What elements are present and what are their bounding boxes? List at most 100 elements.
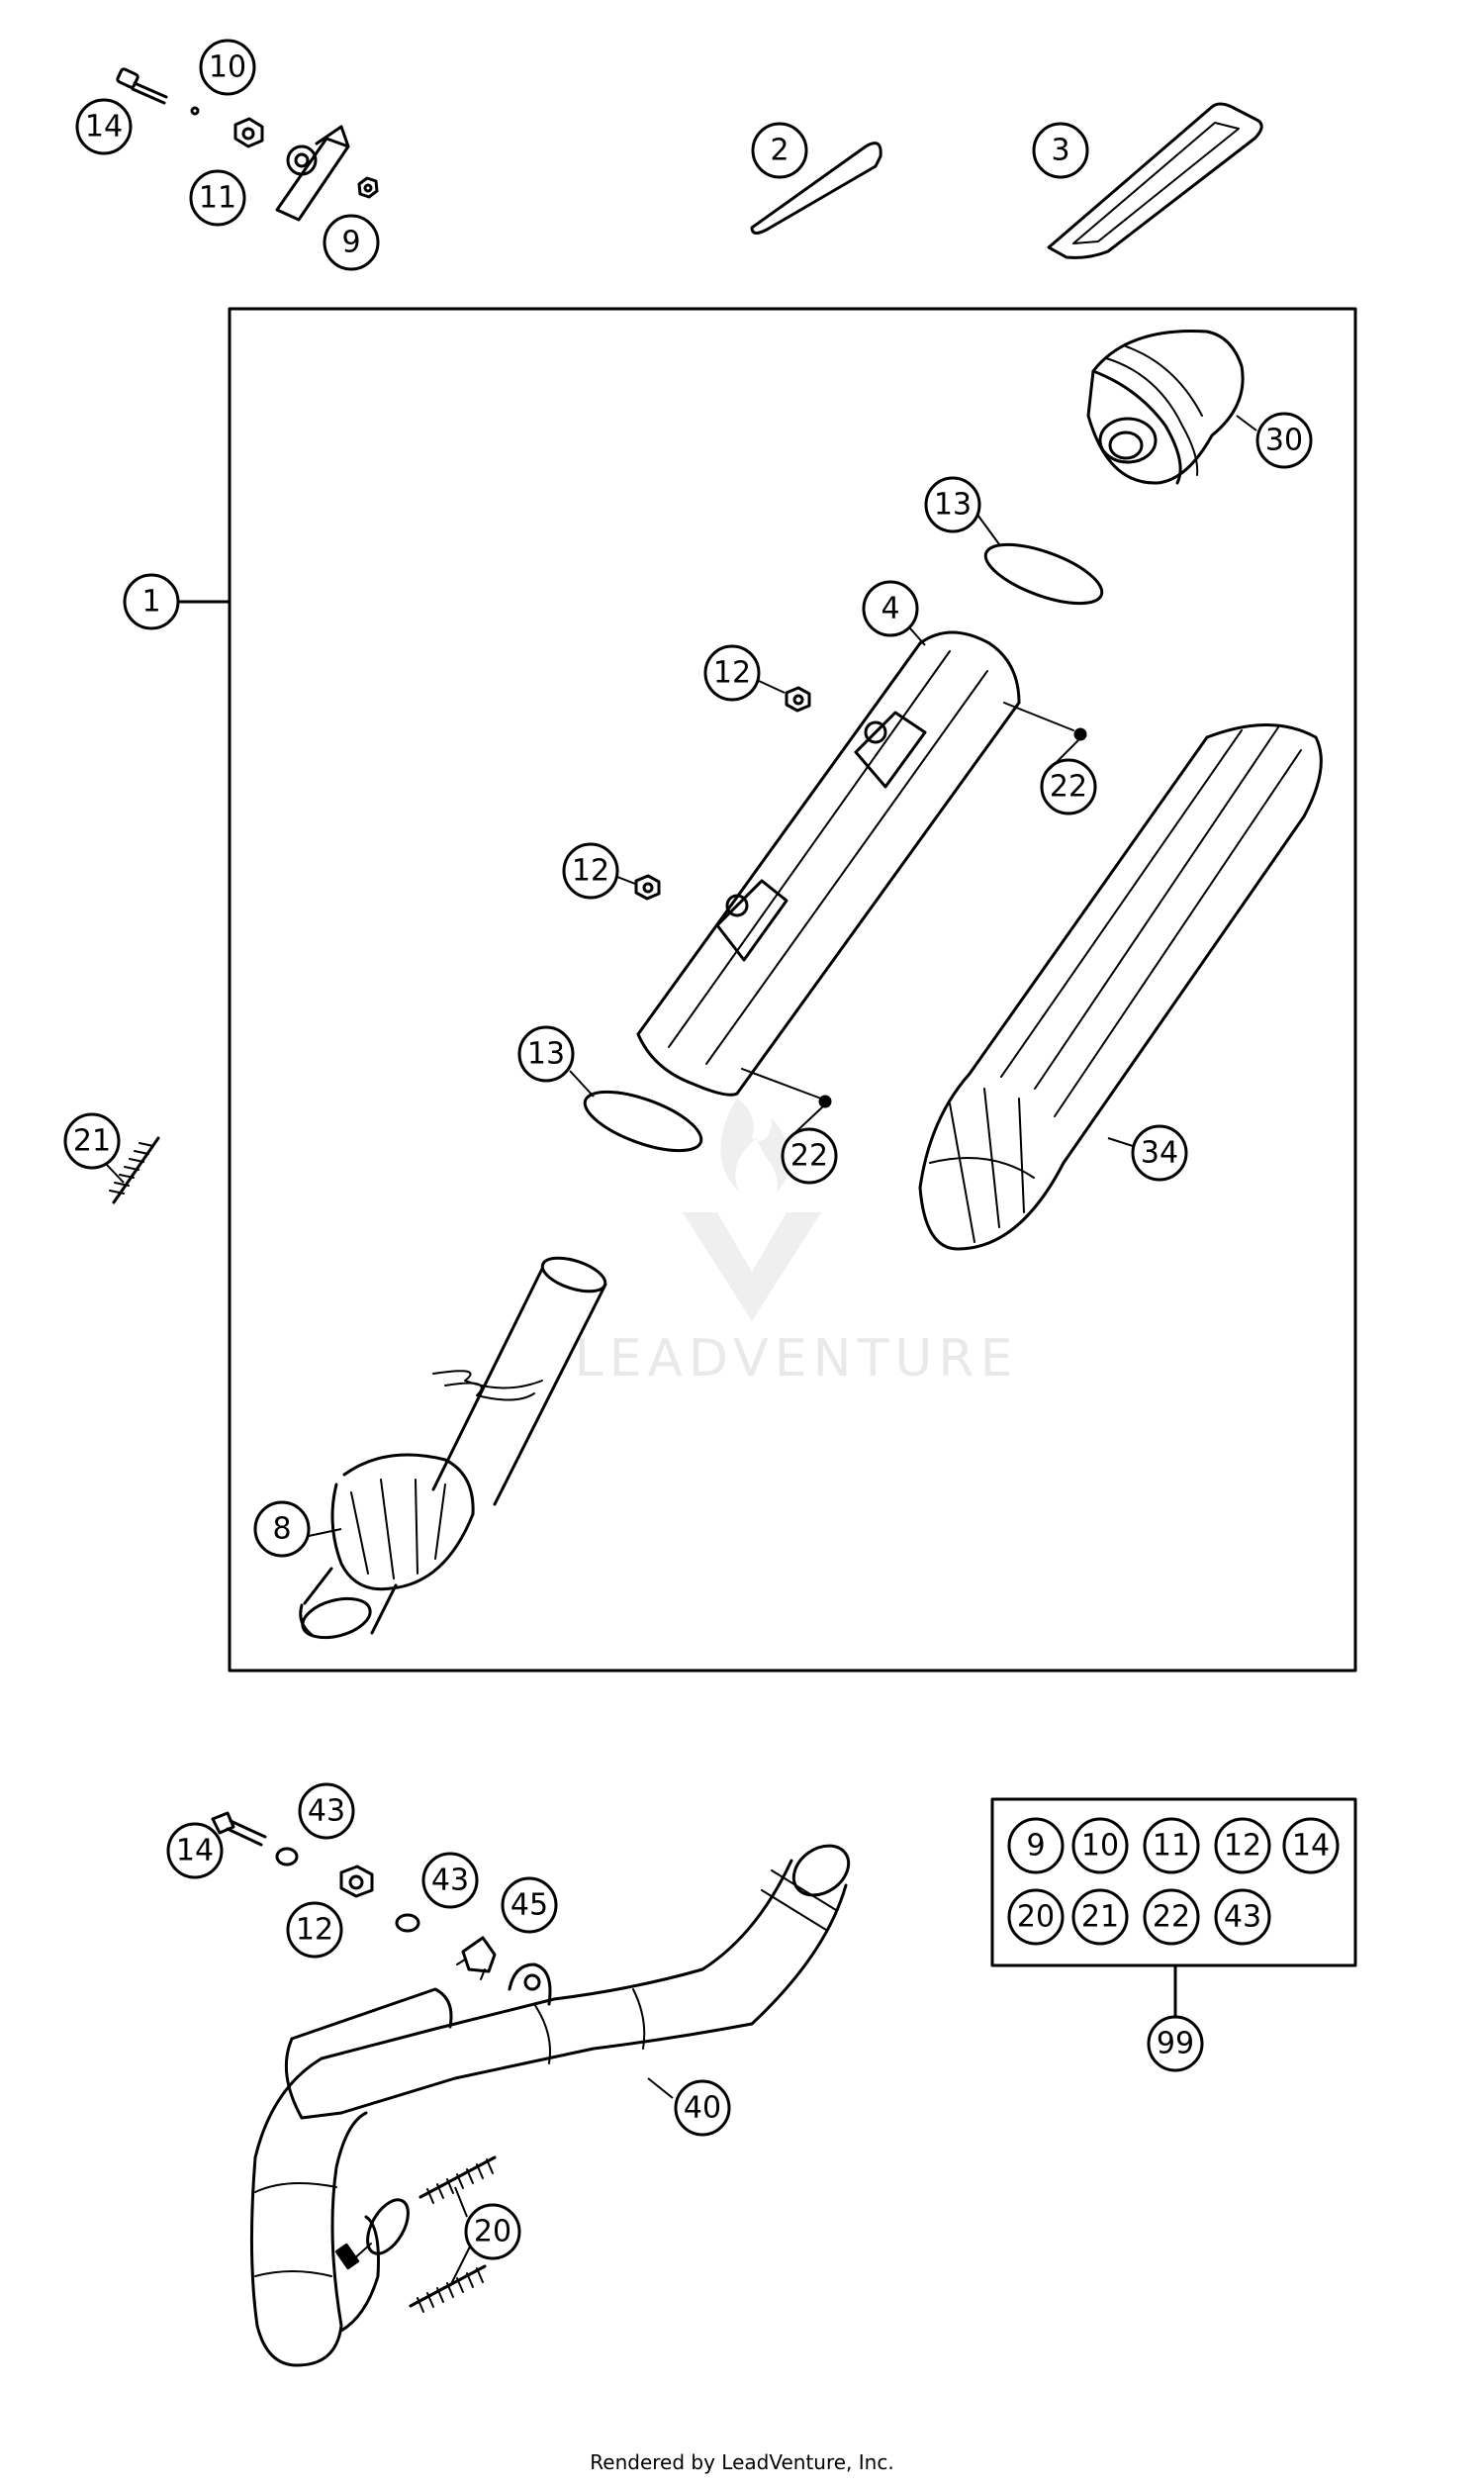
part-nut-11 bbox=[233, 117, 264, 148]
svg-text:12: 12 bbox=[296, 1913, 333, 1948]
svg-text:22: 22 bbox=[790, 1139, 828, 1174]
callout-40: 40 bbox=[674, 2079, 731, 2137]
callout-21: 21 bbox=[63, 1112, 121, 1170]
part-screw-14-top bbox=[116, 67, 168, 105]
watermark-text: LEADVENTURE bbox=[575, 1329, 1019, 1388]
callout-30: 30 bbox=[1255, 412, 1313, 469]
part-outer-silencer-34 bbox=[918, 723, 1323, 1251]
part-spring-20-upper bbox=[418, 2155, 497, 2204]
callout-4: 4 bbox=[862, 580, 919, 637]
part-spring-21 bbox=[109, 1136, 160, 1204]
svg-text:11: 11 bbox=[199, 181, 236, 216]
svg-text:11: 11 bbox=[1153, 1829, 1190, 1864]
callout-14-bottom: 14 bbox=[166, 1822, 224, 1879]
svg-text:9: 9 bbox=[1026, 1829, 1045, 1864]
watermark: LEADVENTURE bbox=[575, 1099, 1019, 1388]
kit-callout-43: 43 bbox=[1214, 1888, 1271, 1946]
callout-22-bottom: 22 bbox=[781, 1127, 838, 1185]
svg-text:21: 21 bbox=[1081, 1900, 1119, 1935]
callout-1: 1 bbox=[123, 573, 180, 630]
callout-12-middle: 12 bbox=[562, 842, 619, 900]
svg-text:3: 3 bbox=[1051, 134, 1069, 168]
svg-text:8: 8 bbox=[272, 1512, 291, 1547]
callout-45: 45 bbox=[501, 1876, 558, 1934]
part-header-pipe-40 bbox=[249, 1844, 851, 2367]
callout-13-bottom: 13 bbox=[517, 1025, 575, 1083]
callout-14-top: 14 bbox=[75, 98, 133, 155]
part-screw-14-bottom bbox=[211, 1811, 267, 1847]
part-washer-43-top bbox=[275, 1847, 299, 1866]
svg-text:9: 9 bbox=[341, 226, 360, 260]
svg-text:20: 20 bbox=[474, 2215, 511, 2249]
svg-text:40: 40 bbox=[684, 2091, 721, 2126]
part-pipe-connector-8 bbox=[299, 1256, 607, 1640]
part-inner-tube-4 bbox=[636, 630, 1074, 1100]
callout-9: 9 bbox=[323, 214, 380, 271]
callout-12-top: 12 bbox=[703, 644, 761, 702]
svg-text:13: 13 bbox=[934, 488, 972, 523]
kit-callout-11: 11 bbox=[1143, 1817, 1200, 1874]
svg-text:45: 45 bbox=[510, 1888, 548, 1923]
part-heat-shield-3 bbox=[1047, 102, 1263, 259]
svg-text:2: 2 bbox=[770, 134, 788, 168]
leader-lines bbox=[106, 415, 1257, 2287]
callout-43-top: 43 bbox=[298, 1782, 355, 1840]
watermark-flame-icon bbox=[720, 1099, 789, 1193]
svg-text:13: 13 bbox=[527, 1037, 565, 1072]
part-washer-43-bottom bbox=[395, 1913, 420, 1933]
callout-10: 10 bbox=[199, 39, 256, 96]
kit-callout-22: 22 bbox=[1143, 1888, 1200, 1946]
part-end-cap-30 bbox=[1086, 330, 1245, 485]
svg-text:12: 12 bbox=[713, 656, 751, 691]
part-nut-12-bottom bbox=[339, 1865, 374, 1898]
part-screw-22-bottom bbox=[818, 1095, 832, 1108]
part-nut-12-middle bbox=[634, 874, 661, 901]
svg-text:12: 12 bbox=[572, 854, 609, 889]
callout-3: 3 bbox=[1032, 122, 1089, 179]
footer-credit: Rendered by LeadVenture, Inc. bbox=[590, 2450, 893, 2474]
svg-text:14: 14 bbox=[176, 1834, 214, 1868]
part-gasket-13-top bbox=[983, 542, 1104, 606]
part-spring-20-lower bbox=[409, 2264, 487, 2313]
silencer-assembly-frame bbox=[228, 307, 1357, 1673]
callout-2: 2 bbox=[751, 122, 808, 179]
svg-text:21: 21 bbox=[73, 1124, 111, 1159]
kit-callout-9: 9 bbox=[1007, 1817, 1065, 1874]
callout-20: 20 bbox=[464, 2203, 521, 2260]
svg-text:43: 43 bbox=[1224, 1900, 1261, 1935]
kit-callout-10: 10 bbox=[1071, 1817, 1129, 1874]
part-gasket-13-bottom bbox=[583, 1090, 703, 1153]
svg-text:12: 12 bbox=[1224, 1829, 1261, 1864]
svg-text:14: 14 bbox=[85, 110, 123, 144]
part-heat-shield-3-inner bbox=[1072, 122, 1240, 244]
kit-callout-21: 21 bbox=[1071, 1888, 1129, 1946]
part-washer-10 bbox=[190, 106, 200, 116]
callout-99: 99 bbox=[1147, 2015, 1204, 2072]
part-screw-22-top bbox=[1073, 727, 1087, 741]
svg-text:10: 10 bbox=[209, 50, 246, 85]
part-nut-12-top bbox=[785, 686, 811, 713]
part-clip-45 bbox=[456, 1936, 497, 1980]
callout-34: 34 bbox=[1131, 1124, 1188, 1182]
svg-text:20: 20 bbox=[1017, 1900, 1055, 1935]
callout-13-top: 13 bbox=[924, 476, 981, 533]
svg-text:43: 43 bbox=[431, 1864, 469, 1898]
svg-text:99: 99 bbox=[1157, 2027, 1194, 2061]
callout-8: 8 bbox=[253, 1500, 311, 1558]
svg-text:22: 22 bbox=[1153, 1900, 1190, 1935]
callout-22-top: 22 bbox=[1040, 758, 1097, 815]
svg-text:43: 43 bbox=[308, 1794, 345, 1829]
part-bracket-9-top bbox=[275, 125, 350, 222]
part-heat-shield-2 bbox=[750, 142, 882, 235]
kit-callout-20: 20 bbox=[1007, 1888, 1065, 1946]
kit-callout-14: 14 bbox=[1282, 1817, 1340, 1874]
svg-text:4: 4 bbox=[881, 592, 899, 626]
watermark-v-icon bbox=[683, 1212, 821, 1321]
part-nut-9-small bbox=[357, 176, 379, 199]
callout-43-bottom: 43 bbox=[421, 1852, 479, 1909]
callout-11: 11 bbox=[189, 169, 246, 227]
kit-callout-12: 12 bbox=[1214, 1817, 1271, 1874]
svg-text:14: 14 bbox=[1292, 1829, 1330, 1864]
svg-text:30: 30 bbox=[1265, 424, 1303, 458]
